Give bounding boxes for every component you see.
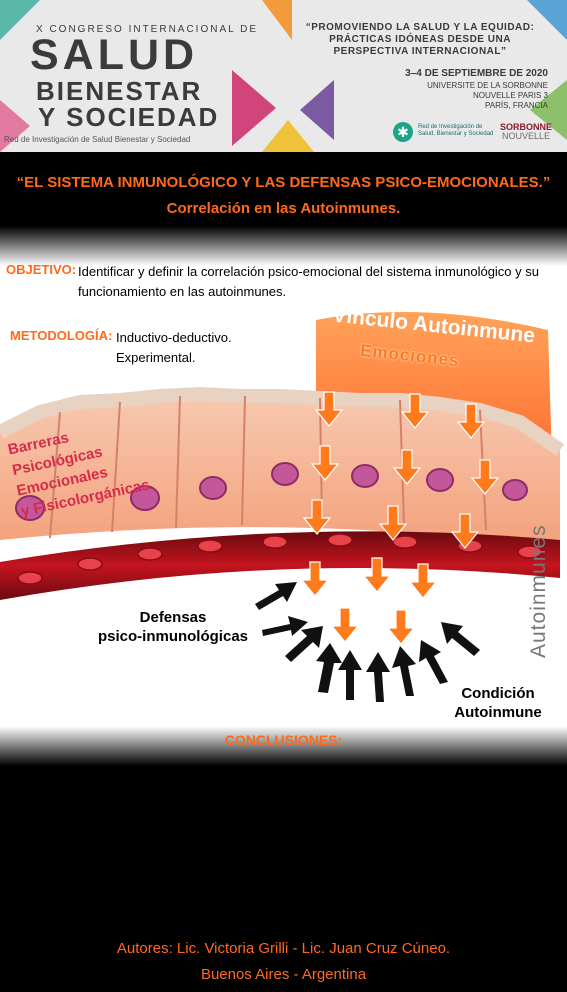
motto-line: PRÁCTICAS IDÓNEAS DESDE UNA [329, 34, 511, 45]
congress-title-bienestar: BIENESTAR [36, 76, 203, 106]
decor-tile-orange [262, 0, 292, 40]
venue-line: PARÍS, FRANCIA [485, 101, 548, 110]
congress-venue: UNIVERSITE DE LA SORBONNE NOUVELLE PARIS… [330, 81, 548, 111]
conclusion-item: 4) En las Autoinmunes el sistema inmunol… [37, 876, 530, 891]
congress-motto: “PROMOVIENDO LA SALUD Y LA EQUIDAD: PRÁC… [290, 22, 550, 58]
poster-title: “EL SISTEMA INMUNOLÓGICO Y LAS DEFENSAS … [16, 174, 551, 191]
sorbonne-logo-line: NOUVELLE [501, 131, 551, 141]
conclusion-item: psicoemocionales en su funcjonamiento au… [150, 818, 457, 833]
condition-label: Condición Autoinmune [438, 684, 558, 722]
objective-text: Identificar y definir la correlación psi… [78, 264, 539, 299]
congress-title-sociedad: Y SOCIEDAD [38, 102, 220, 132]
venue-line: UNIVERSITE DE LA SORBONNE [427, 81, 548, 90]
decor-tile-purple [300, 80, 334, 140]
motto-line: PERSPECTIVA INTERNACIONAL” [333, 46, 507, 57]
network-logo-icon: ✱ [393, 122, 413, 142]
authors-line: Autores: Lic. Victoria Grilli - Lic. Jua… [116, 940, 451, 957]
conclusions-heading: CONCLUSIONES: [224, 732, 343, 748]
defenses-line: Defensas [139, 609, 207, 626]
network-logo-text: Red de Investigación de Salud, Bienestar… [418, 124, 494, 137]
condition-line: Autoinmune [454, 704, 542, 721]
venue-line: NOUVELLE PARIS 3 [473, 91, 548, 100]
conclusion-item: 3) Definimos al sistema defensivo integr… [97, 848, 470, 863]
network-name: Red de Investigación de Salud Bienestar … [4, 135, 191, 144]
decor-tile-green [530, 80, 567, 140]
cell-barrier-illustration [0, 312, 565, 702]
emotion-arrows [300, 391, 500, 645]
defenses-line: psico-inmunológicas [97, 628, 248, 645]
blood-vessel [0, 531, 560, 600]
poster-subtitle: Correlación en las Autoinmunes. [166, 200, 401, 217]
decor-tile-pink [0, 100, 30, 152]
location-line: Buenos Aires - Argentina [200, 966, 367, 983]
methodology-line: Inductivo-deductivo. [116, 330, 232, 345]
motto-line: “PROMOVIENDO LA SALUD Y LA EQUIDAD: [305, 22, 535, 33]
condition-line: Condición [461, 685, 535, 702]
methodology-label: METODOLOGÍA: [10, 328, 113, 343]
congress-date: 3–4 DE SEPTIEMBRE DE 2020 [405, 68, 548, 79]
methodology-line: Experimental. [116, 350, 196, 365]
decor-tile-teal [0, 0, 40, 40]
sorbonne-logo: SORBONNE NOUVELLE [500, 123, 552, 141]
conclusion-item: 5) Causa, origen y principios en las aut… [84, 905, 483, 920]
conclusion-item: 2) Las defensas del sistema inmunológico… [62, 792, 505, 807]
conference-header: X CONGRESO INTERNACIONAL DE SALUD BIENES… [0, 0, 567, 152]
red-blood-cells [17, 533, 543, 585]
congress-label: X CONGRESO INTERNACIONAL DE [36, 24, 258, 35]
conclusion-item: 1) La permeabilidad física se correlacio… [50, 762, 517, 777]
sorbonne-logo-line: SORBONNE [500, 122, 553, 132]
methodology-text: Inductivo-deductivo. Experimental. [116, 328, 232, 368]
defense-arrows [255, 582, 480, 702]
defenses-label: Defensas psico-inmunológicas [78, 608, 268, 646]
decor-tile-blue [527, 0, 567, 40]
congress-title-salud: SALUD [30, 31, 199, 79]
objective-label: OBJETIVO: [6, 262, 77, 277]
autoinmunes-brand-logo: Autoinmunes [527, 524, 550, 658]
